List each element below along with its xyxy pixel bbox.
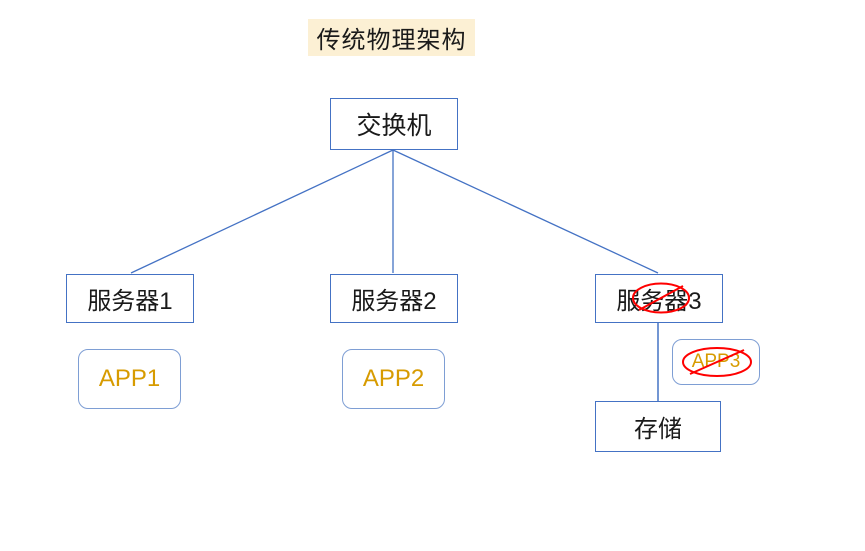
- node-app2-label: APP2: [362, 365, 425, 392]
- node-switch[interactable]: 交换机: [330, 98, 458, 150]
- node-switch-label: 交换机: [356, 112, 432, 140]
- node-server1[interactable]: 服务器1: [66, 274, 194, 323]
- node-app1-label: APP1: [98, 365, 161, 392]
- node-app3[interactable]: APP3: [672, 339, 760, 385]
- edge-switch-server3: [392, 149, 659, 274]
- node-server2-label: 服务器2: [351, 288, 437, 315]
- diagram-title: 传统物理架构: [308, 19, 475, 56]
- node-server3[interactable]: 服务器3: [595, 274, 723, 323]
- node-storage-label: 存储: [634, 416, 682, 443]
- node-app2[interactable]: APP2: [342, 349, 445, 409]
- edge-switch-server1: [130, 149, 394, 274]
- node-app1[interactable]: APP1: [78, 349, 181, 409]
- node-server1-label: 服务器1: [87, 288, 173, 315]
- node-server2[interactable]: 服务器2: [330, 274, 458, 323]
- node-server3-label: 服务器3: [616, 288, 702, 315]
- node-storage[interactable]: 存储: [595, 401, 721, 452]
- node-app3-label: APP3: [691, 351, 741, 372]
